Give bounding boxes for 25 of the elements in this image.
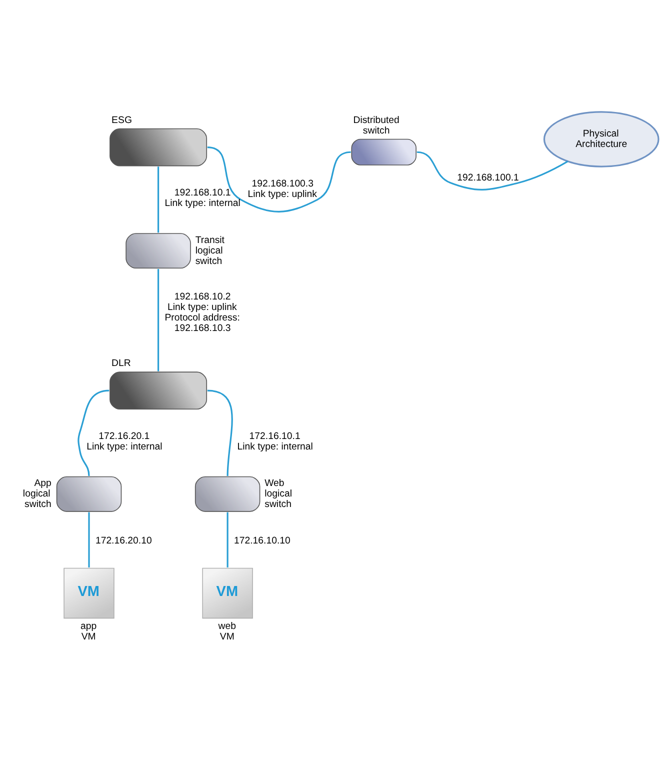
connector	[157, 166, 160, 233]
edge-label: 192.168.100.3 Link type: uplink	[248, 178, 317, 200]
connector	[78, 390, 110, 476]
edge-label: 172.16.10.1 Link type: internal	[237, 431, 313, 452]
connector	[416, 151, 568, 190]
node-label: Web logical switch	[264, 478, 292, 510]
connector	[207, 146, 351, 212]
node-label: Transit logical switch	[195, 234, 224, 267]
connector	[88, 512, 90, 568]
node-label: Distributed switch	[353, 114, 400, 136]
edge-label: 192.168.10.1 Link type: internal	[164, 188, 240, 210]
edge-label: 192.168.10.2 Link type: uplink Protocol address: 192.168.10.3	[164, 292, 240, 334]
edge-label: 172.16.20.1 Link type: internal	[86, 431, 162, 452]
node-label: App logical switch	[22, 478, 52, 510]
edge-label: 172.16.10.10	[234, 535, 290, 546]
connector	[207, 390, 233, 476]
node-label: app VM	[80, 621, 97, 643]
edge-label: 192.168.100.1	[457, 172, 519, 184]
node-label: web VM	[218, 621, 236, 643]
connector	[157, 268, 160, 372]
node-ellipse: Physical Architecture	[543, 111, 660, 168]
node-label: DLR	[112, 358, 131, 370]
node-label: ESG	[112, 114, 132, 126]
edge-label: 172.16.20.10	[95, 535, 152, 546]
connector	[226, 512, 228, 568]
